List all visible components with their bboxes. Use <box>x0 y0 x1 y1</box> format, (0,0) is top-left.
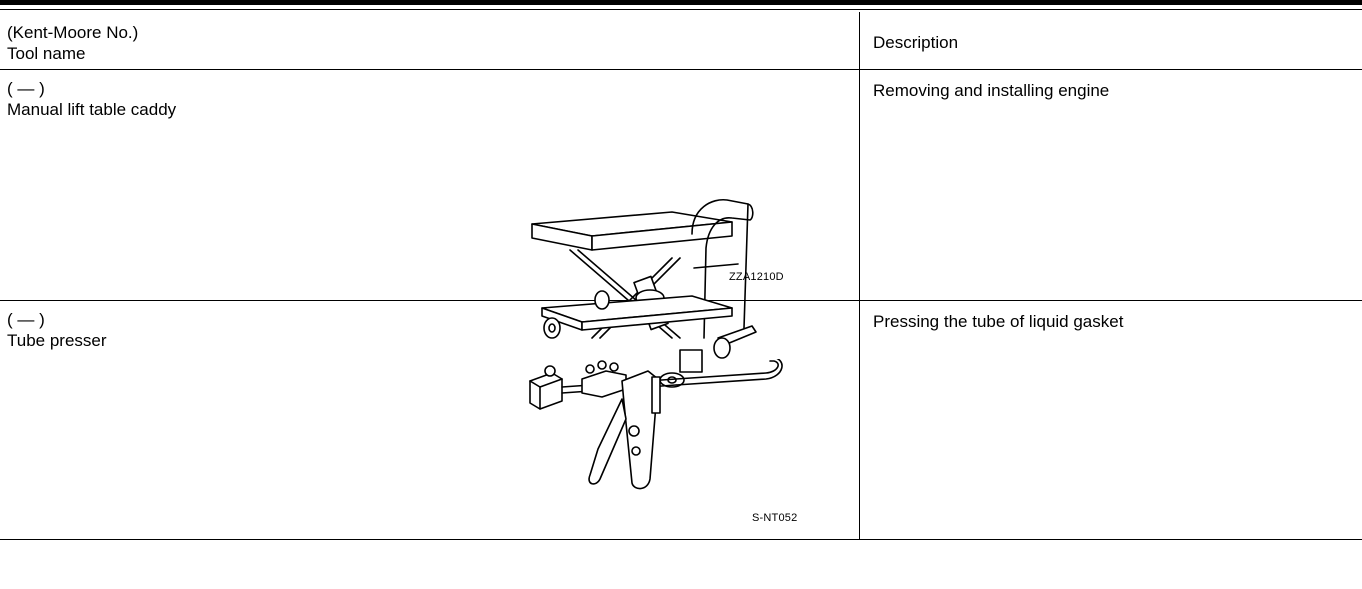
header-tool-name-label: Tool name <box>7 44 86 63</box>
top-rule-thick <box>0 0 1362 5</box>
tool-description: Pressing the tube of liquid gasket <box>873 312 1124 331</box>
header-kent-moore-label: (Kent-Moore No.) <box>7 23 139 42</box>
table-row: ( — ) Tube presser <box>0 300 1362 540</box>
header-description-label: Description <box>873 33 959 52</box>
table-row: ( — ) Manual lift table caddy <box>0 69 1362 388</box>
top-rule-thin <box>0 9 1362 10</box>
tool-cell: ( — ) Manual lift table caddy <box>0 69 860 388</box>
tube-presser-icon <box>529 359 783 490</box>
tool-name: Tube presser <box>7 331 107 350</box>
figure-code: S-NT052 <box>752 512 798 524</box>
description-cell: Pressing the tube of liquid gasket <box>859 300 1362 540</box>
special-tools-table: (Kent-Moore No.) Tool name Description (… <box>0 12 1362 540</box>
kent-moore-number: ( — ) <box>7 310 45 329</box>
lift-table-icon <box>531 199 757 388</box>
tool-description: Removing and installing engine <box>873 81 1110 100</box>
table-header-row: (Kent-Moore No.) Tool name Description <box>0 12 1362 70</box>
description-cell: Removing and installing engine <box>859 69 1362 301</box>
header-tool-cell: (Kent-Moore No.) Tool name <box>0 12 860 70</box>
kent-moore-number: ( — ) <box>7 79 45 98</box>
figure-code: ZZA1210D <box>729 271 784 283</box>
header-description-cell: Description <box>859 12 1362 70</box>
tool-name: Manual lift table caddy <box>7 100 177 119</box>
tool-cell: ( — ) Tube presser <box>0 300 860 540</box>
